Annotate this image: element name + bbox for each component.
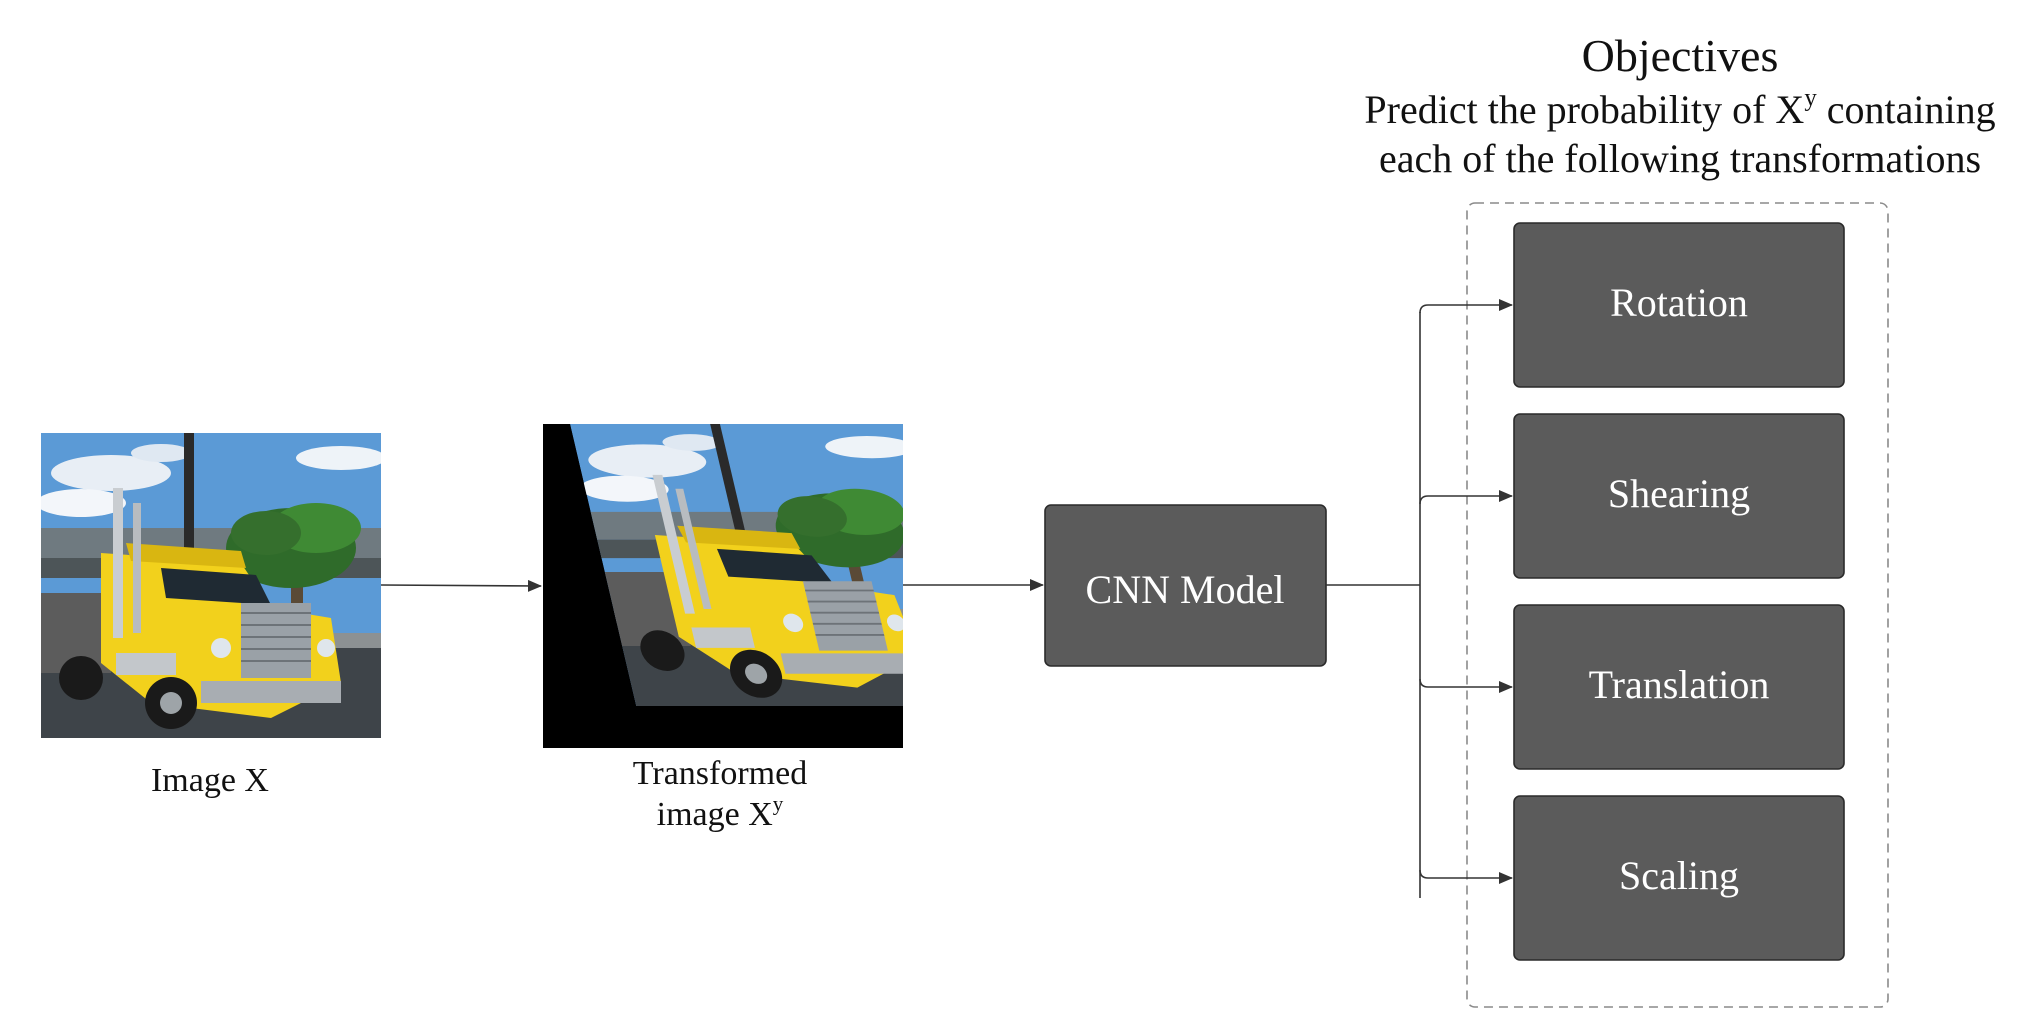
arrow-to-shearing bbox=[1419, 490, 1513, 505]
rotation-label: Rotation bbox=[1610, 280, 1748, 325]
cnn-model-box: CNN Model bbox=[1044, 504, 1327, 667]
scaling-box: Scaling bbox=[1513, 795, 1845, 961]
arrow-to-scaling bbox=[1419, 869, 1513, 884]
objectives-title: Objectives bbox=[1581, 30, 1779, 81]
shearing-box: Shearing bbox=[1513, 413, 1845, 579]
arrow-to-translation bbox=[1419, 678, 1513, 693]
arrow-image-to-transformed bbox=[380, 579, 542, 592]
shearing-label: Shearing bbox=[1608, 471, 1750, 516]
transformed-image bbox=[543, 424, 903, 748]
objectives-container bbox=[1466, 202, 1889, 1008]
objectives-subtitle: Predict the probability of Xy containing… bbox=[1364, 84, 1996, 181]
translation-box: Translation bbox=[1513, 604, 1845, 770]
translation-label: Translation bbox=[1589, 662, 1770, 707]
image-x-caption: Image X bbox=[150, 762, 269, 799]
rotation-box: Rotation bbox=[1513, 222, 1845, 388]
arrow-to-rotation bbox=[1419, 299, 1513, 314]
cnn-model-label: CNN Model bbox=[1086, 567, 1285, 612]
original-image bbox=[41, 433, 381, 738]
transformed-caption: Transformed image Xy bbox=[632, 755, 808, 834]
scaling-label: Scaling bbox=[1619, 853, 1739, 898]
